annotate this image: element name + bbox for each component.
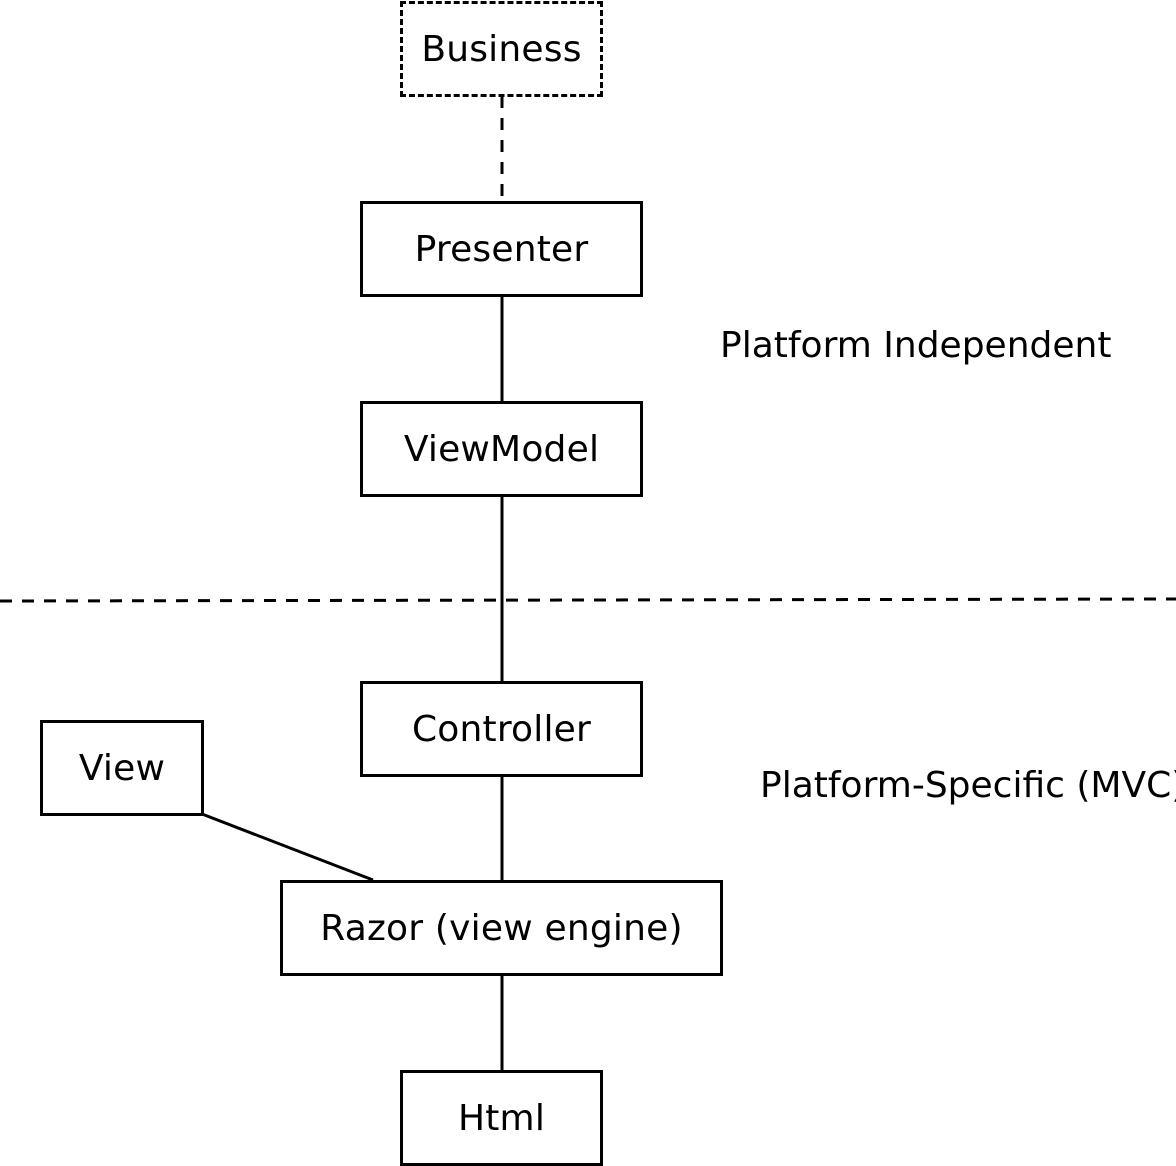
business-box: Business: [400, 1, 603, 97]
controller-box: Controller: [360, 681, 643, 777]
html-box: Html: [400, 1070, 603, 1166]
controller-label: Controller: [411, 708, 592, 750]
platform-separator: [0, 597, 1176, 603]
platform-specific-label: Platform-Specific (MVC): [760, 765, 1176, 806]
razor-label: Razor (view engine): [320, 907, 683, 949]
view-box: View: [40, 720, 204, 816]
viewmodel-box: ViewModel: [360, 401, 643, 497]
html-label: Html: [457, 1097, 546, 1139]
presenter-box: Presenter: [360, 201, 643, 297]
razor-box: Razor (view engine): [280, 880, 723, 976]
viewmodel-label: ViewModel: [403, 428, 600, 470]
business-label: Business: [421, 28, 582, 70]
edge-view-razor: [201, 812, 374, 882]
presenter-label: Presenter: [414, 228, 589, 270]
platform-independent-label: Platform Independent: [720, 325, 1112, 366]
view-label: View: [78, 747, 166, 789]
